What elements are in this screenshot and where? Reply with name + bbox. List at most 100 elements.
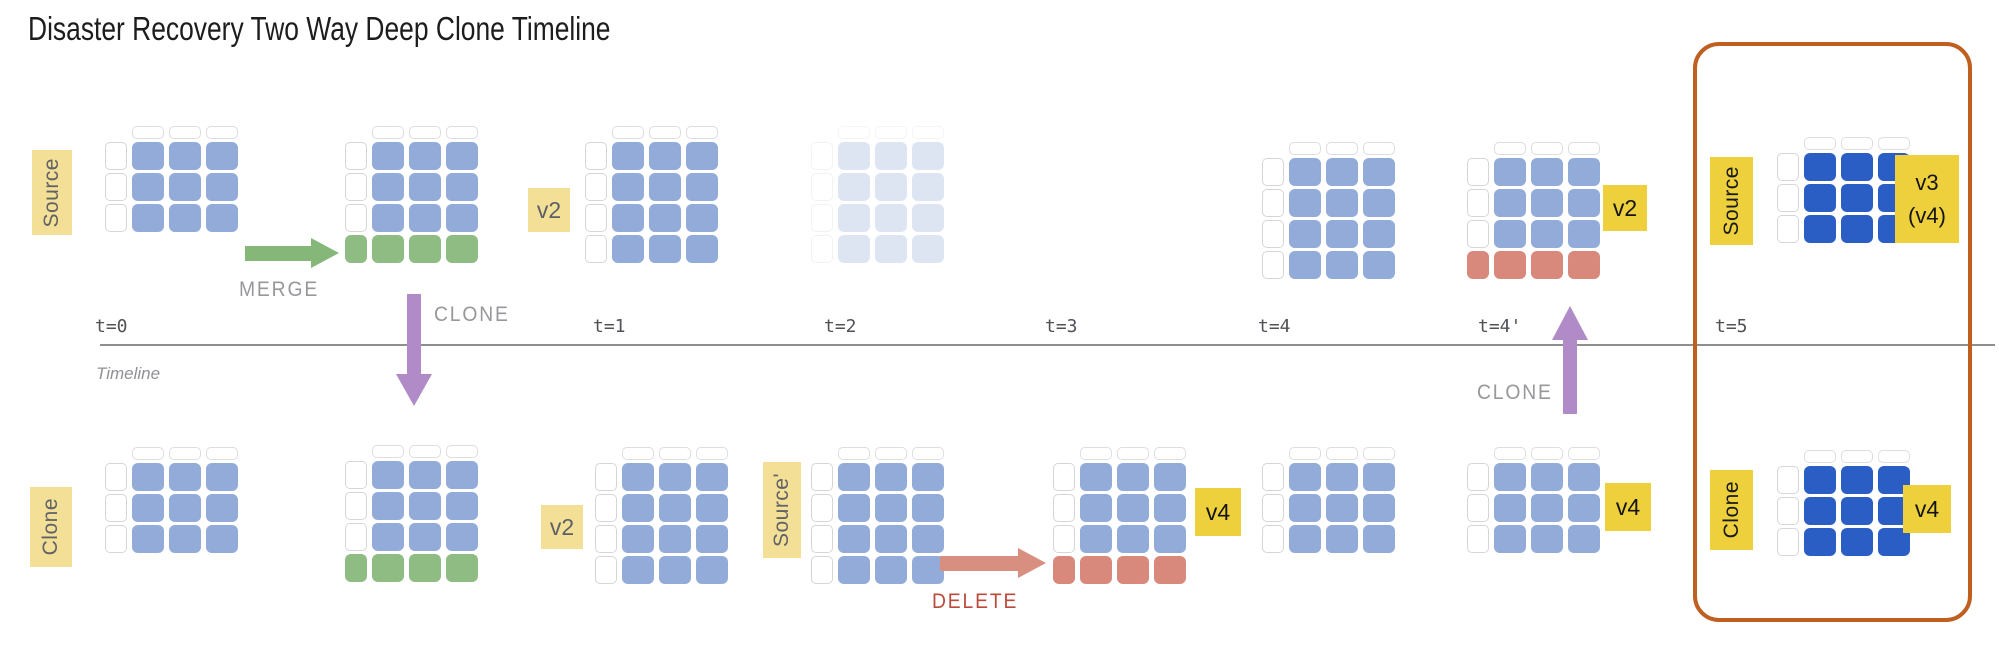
table-row bbox=[1262, 158, 1395, 186]
data-cell bbox=[132, 204, 164, 232]
data-cell bbox=[132, 173, 164, 201]
timeline-axis-label: Timeline bbox=[96, 364, 161, 383]
data-cell bbox=[686, 235, 718, 263]
column-pill-icon bbox=[838, 447, 870, 460]
data-cell bbox=[1494, 220, 1526, 248]
table-row bbox=[811, 173, 944, 201]
column-pill-icon bbox=[1289, 142, 1321, 155]
data-cell bbox=[1531, 494, 1563, 522]
data-cell bbox=[912, 463, 944, 491]
clone-up-arrow-stem bbox=[1563, 340, 1577, 414]
column-pill-icon bbox=[696, 447, 728, 460]
clone-row-label-text: Clone bbox=[39, 498, 62, 556]
table-row bbox=[585, 142, 718, 170]
data-cell bbox=[649, 204, 681, 232]
row-header-cell bbox=[345, 173, 367, 201]
data-cell bbox=[1080, 463, 1112, 491]
table-row bbox=[1262, 463, 1395, 491]
row-header-cell bbox=[595, 556, 617, 584]
table-row bbox=[811, 235, 944, 263]
data-cell bbox=[875, 204, 907, 232]
column-pill-icon bbox=[1363, 447, 1395, 460]
column-pill-icon bbox=[132, 126, 164, 139]
data-cell bbox=[206, 494, 238, 522]
table-row bbox=[345, 492, 478, 520]
row-header-cell bbox=[585, 204, 607, 232]
data-cell bbox=[372, 173, 404, 201]
column-pill-icon bbox=[446, 445, 478, 458]
column-pill-icon bbox=[1804, 137, 1836, 150]
tick-t3: t=3 bbox=[1045, 316, 1078, 337]
data-cell bbox=[1363, 158, 1395, 186]
table-row bbox=[1467, 220, 1600, 248]
data-cell bbox=[446, 492, 478, 520]
row-header-cell bbox=[1262, 189, 1284, 217]
data-cell bbox=[1568, 494, 1600, 522]
data-cell bbox=[409, 204, 441, 232]
column-pill-row bbox=[132, 126, 238, 139]
table-row bbox=[1777, 153, 1910, 181]
data-cell bbox=[1289, 189, 1321, 217]
table-icon-clone-t0 bbox=[105, 447, 238, 556]
table-row bbox=[105, 494, 238, 522]
row-header-cell bbox=[811, 556, 833, 584]
data-cell bbox=[372, 492, 404, 520]
table-icon-source-t4 bbox=[1262, 142, 1395, 282]
row-header-cell bbox=[1777, 153, 1799, 181]
column-pill-row bbox=[1289, 142, 1395, 155]
data-cell bbox=[1568, 525, 1600, 553]
version-badge-v2-clone-t1: v2 bbox=[541, 505, 583, 549]
table-row bbox=[345, 461, 478, 489]
table-row bbox=[595, 463, 728, 491]
column-pill-icon bbox=[1326, 447, 1358, 460]
merge-arrow-head-icon bbox=[311, 238, 339, 268]
column-pill-row bbox=[132, 447, 238, 460]
data-cell bbox=[1494, 158, 1526, 186]
timeline-axis-line bbox=[100, 344, 1995, 346]
clone-down-arrow-stem bbox=[407, 294, 421, 374]
source-row-label: Source bbox=[32, 150, 72, 235]
column-pill-row bbox=[1080, 447, 1186, 460]
table-row bbox=[1053, 556, 1186, 584]
t5-clone-label-text: Clone bbox=[1719, 481, 1743, 539]
column-pill-row bbox=[1494, 447, 1600, 460]
data-cell bbox=[1841, 215, 1873, 243]
row-header-cell bbox=[1262, 158, 1284, 186]
data-cell bbox=[1531, 220, 1563, 248]
data-cell bbox=[1531, 463, 1563, 491]
data-cell bbox=[1289, 158, 1321, 186]
data-cell bbox=[1494, 494, 1526, 522]
row-header-cell bbox=[1262, 463, 1284, 491]
delete-arrow-head-icon bbox=[1018, 548, 1046, 578]
row-header-cell bbox=[595, 525, 617, 553]
data-cell bbox=[1326, 220, 1358, 248]
row-header-cell bbox=[1262, 494, 1284, 522]
row-header-cell bbox=[105, 494, 127, 522]
data-cell bbox=[912, 204, 944, 232]
tick-t4: t=4 bbox=[1258, 316, 1291, 337]
added-cell bbox=[372, 235, 404, 263]
data-cell bbox=[1363, 463, 1395, 491]
table-row bbox=[811, 204, 944, 232]
column-pill-icon bbox=[622, 447, 654, 460]
row-header-cell bbox=[105, 525, 127, 553]
data-cell bbox=[1326, 251, 1358, 279]
data-cell bbox=[206, 463, 238, 491]
t5-source-label-text: Source bbox=[1719, 166, 1743, 236]
table-row bbox=[1262, 494, 1395, 522]
column-pill-row bbox=[372, 126, 478, 139]
row-header-cell bbox=[1777, 497, 1799, 525]
data-cell bbox=[659, 494, 691, 522]
data-cell bbox=[696, 463, 728, 491]
table-icon-clone-t4 bbox=[1262, 447, 1395, 556]
tick-t5: t=5 bbox=[1715, 316, 1748, 337]
data-cell bbox=[1289, 220, 1321, 248]
data-cell bbox=[1531, 158, 1563, 186]
data-cell bbox=[372, 142, 404, 170]
row-header-cell bbox=[1777, 528, 1799, 556]
data-cell bbox=[838, 173, 870, 201]
table-row bbox=[1053, 494, 1186, 522]
row-header-cell bbox=[105, 173, 127, 201]
data-cell bbox=[132, 494, 164, 522]
clone-up-label: CLONE bbox=[1477, 381, 1553, 404]
